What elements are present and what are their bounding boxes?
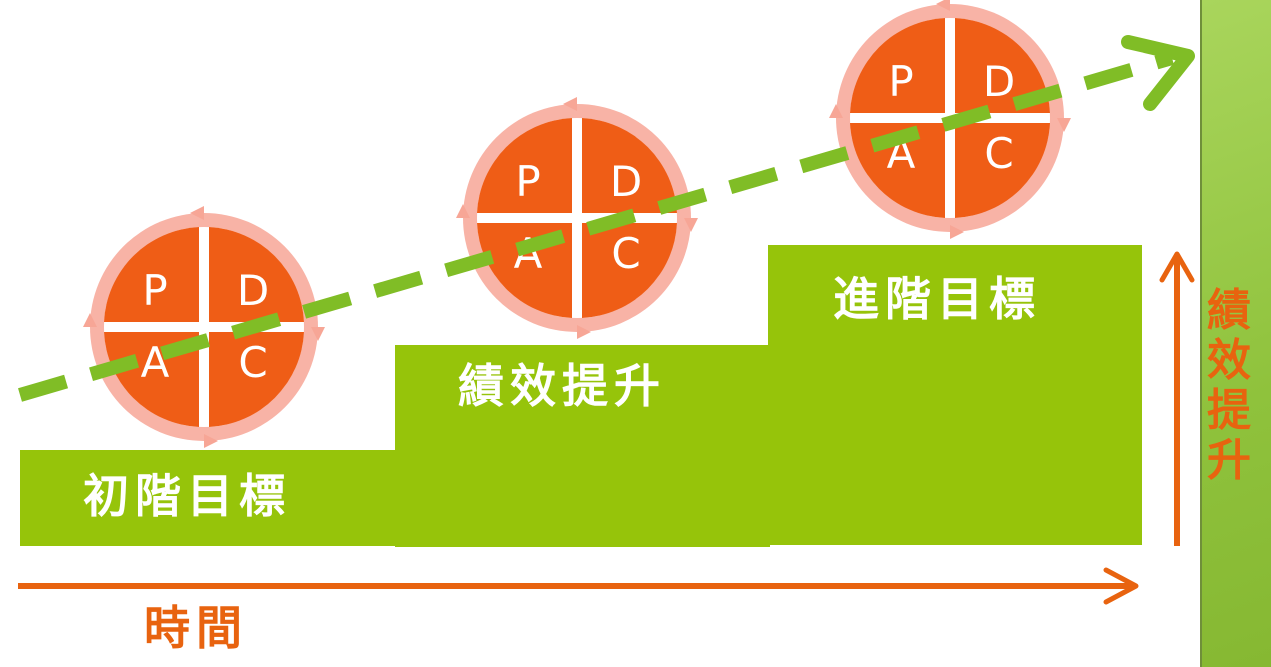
pdca-3-letter-c: C: [984, 129, 1013, 178]
performance-axis-arrow: [1159, 251, 1195, 546]
time-axis-arrow: [18, 567, 1139, 605]
pdca-2-letter-p: P: [515, 157, 540, 206]
pdca-1-letter-c: C: [238, 338, 267, 387]
side-label-char-1: 績: [1207, 285, 1251, 336]
side-label-char-2: 效: [1207, 335, 1251, 386]
pdca-1-letter-p: P: [142, 266, 167, 315]
step-improve-block: [395, 345, 770, 547]
pdca-3-letter-p: P: [888, 57, 913, 106]
pdca-2-letter-d: D: [610, 157, 642, 206]
pdca-cycle-2: P D A C: [456, 97, 698, 339]
pdca-3-letter-d: D: [983, 57, 1015, 106]
step-advanced-block: [768, 245, 1142, 545]
side-panel: [1200, 0, 1271, 667]
step-advanced-label: 進階目標: [833, 272, 1041, 326]
trend-arrow: [18, 35, 1195, 402]
pdca-cycle-1: P D A C: [83, 206, 325, 448]
step-improve-label: 績效提升: [458, 359, 666, 413]
side-vertical-label: 績 效 提 升: [1199, 286, 1259, 486]
time-axis-label: 時間: [144, 601, 248, 655]
pdca-2-letter-c: C: [611, 229, 640, 278]
side-label-char-4: 升: [1207, 435, 1251, 486]
pdca-1-letter-d: D: [237, 266, 269, 315]
step-basic-label: 初階目標: [83, 469, 291, 523]
side-label-char-3: 提: [1207, 385, 1251, 436]
